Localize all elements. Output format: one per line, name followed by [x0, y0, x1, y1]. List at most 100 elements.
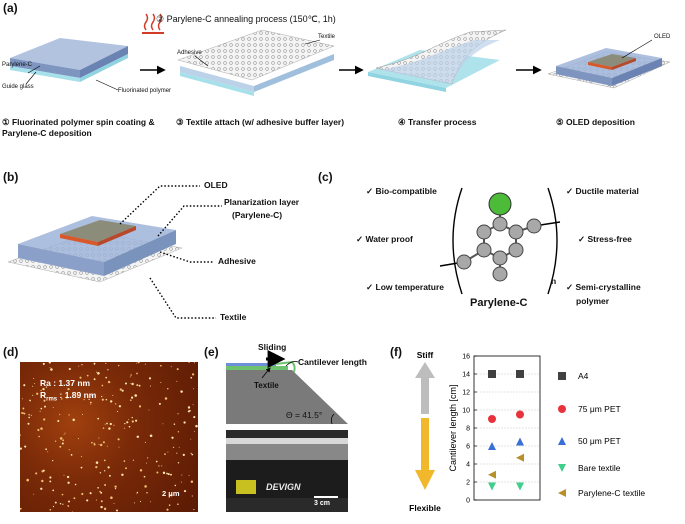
- afm-dot: [47, 451, 49, 453]
- data-point: [488, 415, 496, 423]
- afm-dot: [50, 368, 53, 371]
- afm-dot: [103, 507, 107, 511]
- afm-dot: [123, 427, 125, 429]
- afm-dot: [65, 396, 69, 399]
- step1-caption-line2: Parylene-C deposition: [2, 128, 92, 138]
- afm-dot: [172, 446, 175, 449]
- afm-dot: [21, 398, 23, 400]
- data-point: [488, 370, 496, 378]
- afm-dot: [42, 362, 45, 365]
- label-textile-e: Textile: [254, 381, 279, 390]
- step2-caption: ② Parylene-C annealing process (150℃, 1h…: [156, 14, 336, 24]
- afm-dot: [54, 440, 57, 442]
- data-point: [516, 437, 524, 446]
- afm-dot: [99, 472, 102, 474]
- afm-dot: [20, 507, 22, 510]
- check-icon: ✓: [366, 186, 374, 196]
- afm-dot: [148, 409, 150, 411]
- afm-dot: [42, 387, 45, 391]
- afm-dot: [57, 419, 60, 423]
- afm-dot: [114, 487, 117, 490]
- y-tick-label: 14: [462, 372, 470, 379]
- afm-dot: [190, 480, 194, 484]
- afm-dot: [78, 365, 80, 367]
- step3-caption: ③ Textile attach (w/ adhesive buffer lay…: [176, 117, 345, 127]
- afm-rrms: Rrms : 1.89 nm: [40, 390, 97, 403]
- data-point: [516, 482, 524, 491]
- afm-dot: [125, 467, 127, 470]
- leader-fluor: [95, 79, 119, 91]
- heat-icon: [142, 13, 164, 34]
- step5-caption: ⑤ OLED deposition: [556, 117, 635, 127]
- afm-dot: [183, 421, 186, 424]
- afm-dot: [86, 374, 89, 377]
- afm-dot: [113, 503, 115, 504]
- afm-dot: [38, 435, 40, 438]
- afm-dot: [40, 427, 43, 430]
- afm-dot: [72, 392, 74, 394]
- afm-dot: [86, 499, 89, 502]
- afm-dot: [112, 395, 114, 396]
- afm-dot: [105, 398, 108, 401]
- stiff-label: Stiff: [417, 350, 434, 360]
- afm-dot: [130, 374, 132, 376]
- afm-dot: [136, 435, 140, 439]
- panel-label-c: (c): [318, 170, 333, 184]
- afm-dot: [45, 386, 48, 388]
- afm-dot: [167, 473, 170, 476]
- afm-dot: [134, 394, 137, 397]
- step3-stack: [177, 29, 335, 96]
- afm-dot: [155, 460, 158, 463]
- tester-brand: DEVIGN: [266, 482, 301, 492]
- afm-dot: [109, 422, 112, 426]
- y-tick-label: 2: [466, 480, 470, 487]
- label-sliding: Sliding: [258, 342, 287, 352]
- afm-dot: [101, 395, 103, 398]
- label-planarization-2: (Parylene-C): [232, 210, 283, 220]
- afm-dot: [39, 410, 41, 412]
- afm-dot: [170, 366, 172, 368]
- afm-dot: [190, 376, 193, 379]
- afm-dot: [49, 476, 52, 479]
- afm-dot: [100, 491, 103, 494]
- afm-dot: [73, 497, 76, 500]
- label-oled-a: OLED: [654, 34, 671, 40]
- panel-b-leaders: [119, 185, 222, 319]
- afm-dot: [72, 418, 75, 422]
- afm-dot: [177, 503, 179, 505]
- afm-dot: [21, 411, 24, 415]
- afm-dot: [29, 399, 31, 402]
- afm-dot: [123, 460, 126, 462]
- afm-dot: [30, 414, 33, 416]
- afm-dot: [134, 502, 135, 504]
- afm-dot: [129, 382, 131, 384]
- afm-dot: [61, 493, 64, 496]
- afm-dot: [101, 398, 104, 401]
- stiff-arrow-head: [415, 362, 435, 378]
- panel-b-stack: [7, 216, 183, 283]
- legend-marker: [558, 437, 566, 445]
- afm-dot: [62, 439, 65, 442]
- afm-dot: [119, 388, 122, 391]
- afm-dot: [195, 424, 198, 428]
- afm-dot: [190, 452, 192, 455]
- afm-dot: [116, 509, 118, 512]
- afm-dot: [70, 454, 73, 456]
- legend-marker: [558, 489, 566, 497]
- afm-dot: [35, 472, 38, 475]
- afm-dot: [118, 405, 122, 408]
- afm-dot: [101, 384, 104, 387]
- afm-dot: [180, 390, 183, 393]
- check-icon: ✓: [578, 234, 586, 244]
- afm-dot: [81, 364, 83, 366]
- afm-dot: [93, 362, 96, 365]
- legend-label: 75 μm PET: [578, 404, 621, 414]
- leader-parylene: [27, 65, 41, 74]
- afm-dot: [187, 410, 190, 413]
- afm-dot: [164, 397, 168, 400]
- legend-marker: [558, 405, 566, 413]
- afm-dot: [48, 362, 51, 364]
- afm-dot: [67, 387, 70, 391]
- afm-dot: [20, 447, 22, 450]
- label-cantilever: Cantilever length: [298, 357, 367, 367]
